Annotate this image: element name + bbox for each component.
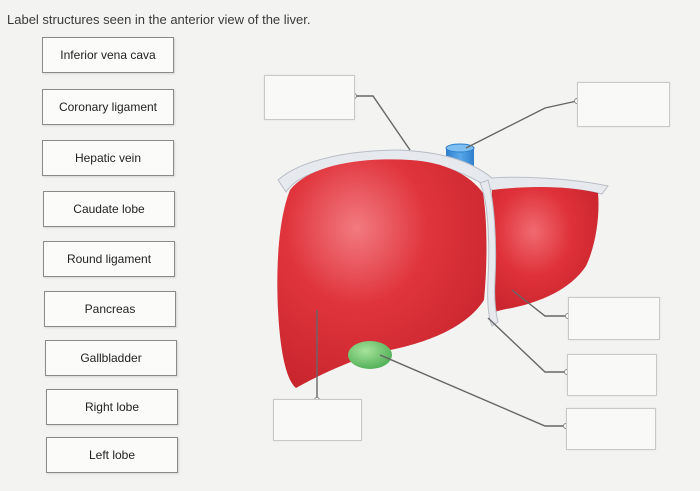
drop-target-right-lower[interactable]	[566, 408, 656, 450]
drop-target-bottom-left[interactable]	[273, 399, 362, 441]
left-lobe-shape	[490, 186, 599, 314]
label-chip-hepatic-vein[interactable]: Hepatic vein	[42, 140, 174, 176]
right-lobe-shape	[277, 159, 487, 388]
label-chip-coronary-ligament[interactable]: Coronary ligament	[42, 89, 174, 125]
drop-target-top-left[interactable]	[264, 75, 355, 120]
leader-lines	[316, 95, 578, 427]
drop-target-right-upper[interactable]	[568, 297, 660, 340]
label-chip-left-lobe[interactable]: Left lobe	[46, 437, 178, 473]
round-ligament-shape	[479, 179, 499, 327]
instruction-text: Label structures seen in the anterior vi…	[7, 12, 311, 27]
label-chip-caudate-lobe[interactable]: Caudate lobe	[43, 191, 175, 227]
label-chip-gallbladder[interactable]: Gallbladder	[45, 340, 177, 376]
label-chip-inferior-vena-cava[interactable]: Inferior vena cava	[42, 37, 174, 73]
gallbladder-shape	[348, 341, 392, 369]
label-chip-round-ligament[interactable]: Round ligament	[43, 241, 175, 277]
drop-target-right-middle[interactable]	[567, 354, 657, 396]
drop-target-top-right[interactable]	[577, 82, 670, 127]
label-chip-pancreas[interactable]: Pancreas	[44, 291, 176, 327]
label-chip-right-lobe[interactable]: Right lobe	[46, 389, 178, 425]
